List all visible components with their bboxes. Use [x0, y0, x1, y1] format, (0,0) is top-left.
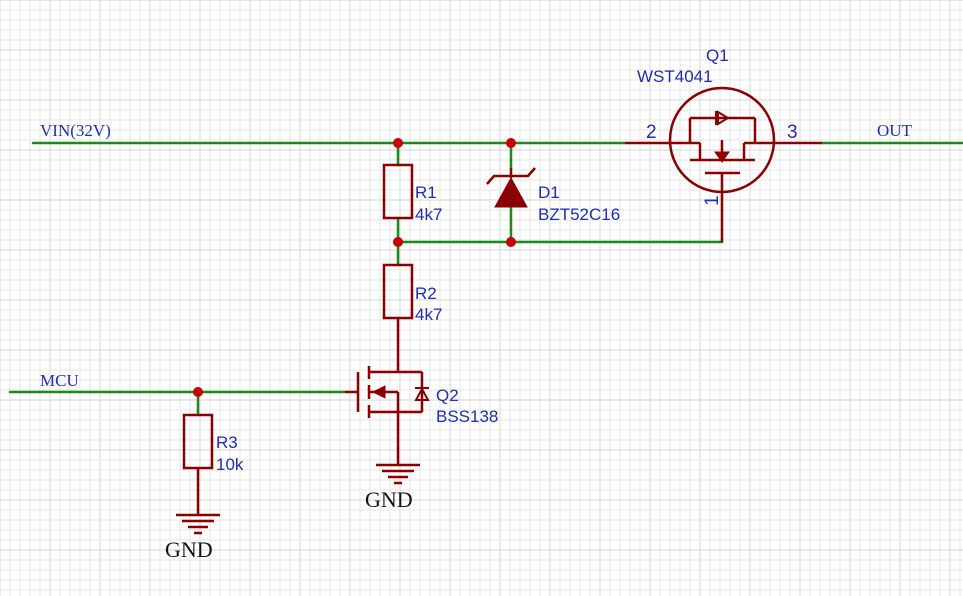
r3-value-label: 10k	[216, 455, 244, 474]
q1-pmos[interactable]	[625, 86, 822, 242]
net-label-mcu: MCU	[40, 371, 79, 390]
d1-zener[interactable]	[486, 167, 536, 208]
gnd-label-r3: GND	[165, 537, 213, 562]
q2-value-label: BSS138	[436, 407, 498, 426]
d1-ref-label: D1	[538, 183, 560, 202]
q2-nmos[interactable]	[345, 365, 430, 465]
ground-icon	[376, 463, 420, 485]
r1-ref-label: R1	[415, 183, 437, 202]
r1-resistor[interactable]	[382, 163, 414, 220]
r2-ref-label: R2	[415, 284, 437, 303]
junction-dot	[393, 138, 403, 148]
d1-value-label: BZT52C16	[538, 205, 620, 224]
q2-ref-label: Q2	[436, 386, 459, 405]
junctions	[193, 138, 516, 397]
q1-pin-source-label: 2	[646, 122, 657, 143]
r2-value-label: 4k7	[415, 305, 442, 324]
q1-ref-label: Q1	[706, 46, 729, 65]
junction-dot	[193, 387, 203, 397]
r2-resistor[interactable]	[382, 263, 414, 365]
junction-dot	[506, 138, 516, 148]
q1-pin-gate-label: 1	[702, 195, 723, 206]
r3-resistor[interactable]	[182, 413, 214, 515]
r1-value-label: 4k7	[415, 205, 442, 224]
q1-pin-drain-label: 3	[787, 122, 798, 143]
q1-value-label: WST4041	[637, 67, 713, 86]
junction-dot	[506, 237, 516, 247]
junction-dot	[393, 237, 403, 247]
r3-ref-label: R3	[216, 433, 238, 452]
net-label-vin: VIN(32V)	[40, 121, 111, 140]
ground-icon	[176, 513, 220, 535]
net-label-out: OUT	[877, 121, 913, 140]
gnd-label-q2: GND	[365, 487, 413, 512]
